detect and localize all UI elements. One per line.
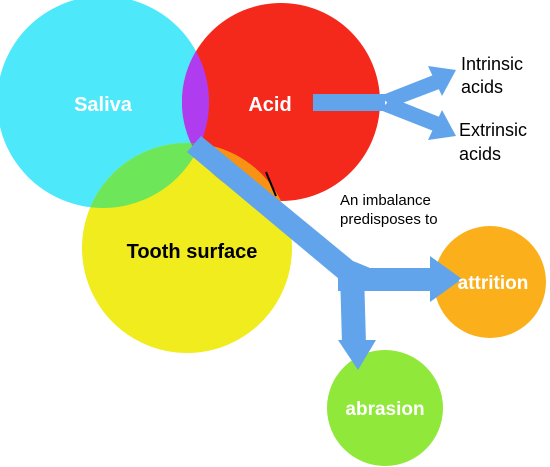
acid-branch-arrow xyxy=(313,66,456,140)
attrition-circle xyxy=(434,226,546,338)
imbalance-note-line: predisposes to xyxy=(340,211,438,228)
imbalance-note: An imbalance predisposes to xyxy=(340,192,438,228)
imbalance-note-line: An imbalance xyxy=(340,192,431,209)
intrinsic-acids-line: Intrinsic xyxy=(461,54,523,74)
tooth-surface-label: Tooth surface xyxy=(127,241,258,263)
extrinsic-acids-label: Extrinsic acids xyxy=(459,120,527,164)
saliva-tooth-overlap xyxy=(82,143,209,208)
extrinsic-acids-line: acids xyxy=(459,144,501,164)
abrasion-circle xyxy=(327,350,443,466)
extrinsic-acids-line: Extrinsic xyxy=(459,120,527,140)
abrasion-label: abrasion xyxy=(345,399,424,420)
intrinsic-acids-label: Intrinsic acids xyxy=(461,54,523,97)
intrinsic-acids-line: acids xyxy=(461,77,503,97)
saliva-label: Saliva xyxy=(74,94,133,116)
imbalance-arrow xyxy=(187,136,462,370)
acid-circle xyxy=(182,3,380,201)
acid-label: Acid xyxy=(248,94,291,116)
attrition-label: attrition xyxy=(458,273,529,294)
